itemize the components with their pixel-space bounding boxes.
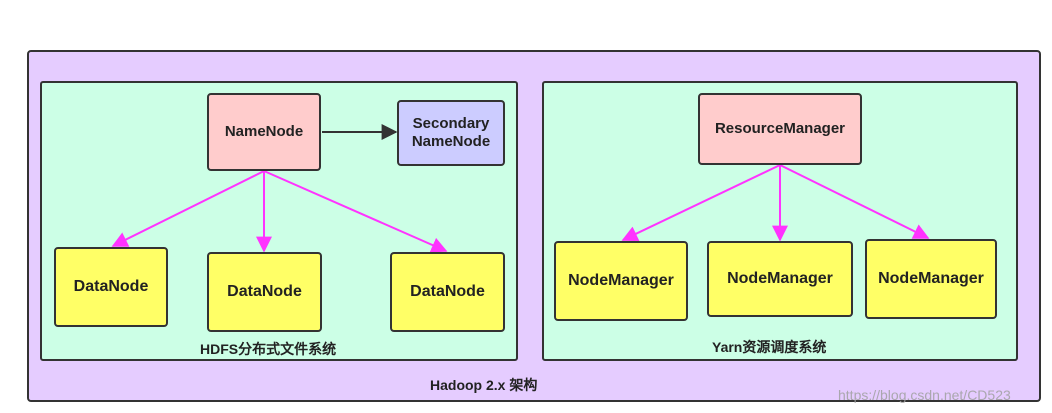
resourcemanager-box: ResourceManager (698, 93, 862, 165)
edge-rm-to-nodemanager-3 (779, 164, 930, 239)
nodemanager-box-1: NodeManager (554, 241, 688, 321)
secondary-namenode-label: Secondary NameNode (411, 115, 491, 150)
namenode-box: NameNode (207, 93, 321, 171)
yarn-panel-label: Yarn资源调度系统 (712, 339, 827, 355)
datanode-label-1: DataNode (73, 278, 149, 295)
datanode-box-1: DataNode (54, 247, 168, 327)
nodemanager-box-2: NodeManager (707, 241, 853, 317)
resourcemanager-label: ResourceManager (714, 120, 846, 137)
datanode-box-3: DataNode (390, 252, 505, 332)
datanode-label-3: DataNode (410, 283, 485, 300)
edge-namenode-to-datanode-3 (263, 170, 448, 253)
nodemanager-label-2: NodeManager (727, 270, 833, 287)
datanode-label-2: DataNode (227, 283, 302, 300)
hdfs-panel-label: HDFS分布式文件系统 (200, 341, 337, 357)
edge-rm-to-nodemanager-1 (621, 164, 781, 242)
diagram-title: Hadoop 2.x 架构 (430, 377, 538, 393)
namenode-label: NameNode (224, 123, 304, 140)
edge-namenode-to-datanode-1 (111, 170, 265, 247)
watermark-text: https://blog.csdn.net/CD523 (838, 387, 1011, 403)
nodemanager-label-3: NodeManager (878, 270, 984, 287)
nodemanager-box-3: NodeManager (865, 239, 997, 319)
secondary-namenode-box: Secondary NameNode (397, 100, 505, 166)
nodemanager-label-1: NodeManager (568, 272, 674, 289)
datanode-box-2: DataNode (207, 252, 322, 332)
